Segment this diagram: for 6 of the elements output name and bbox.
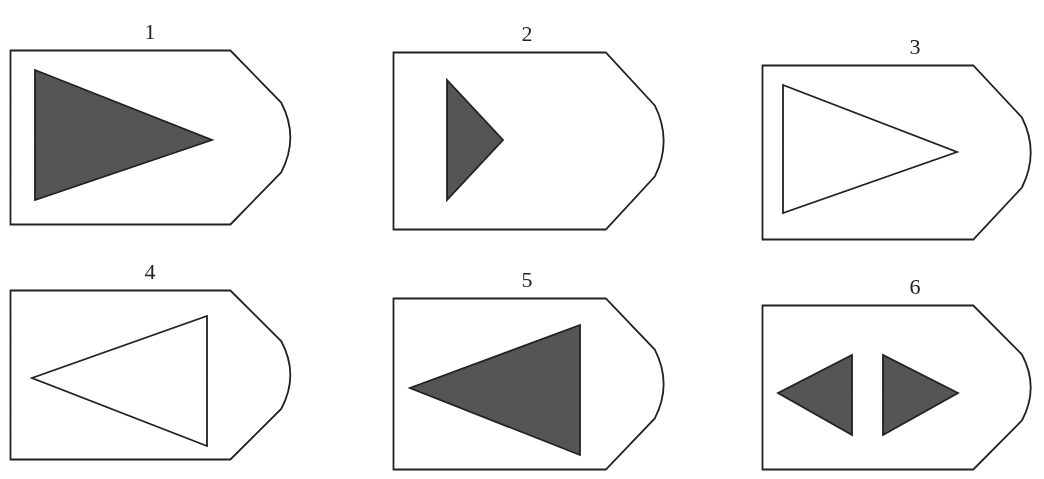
figure-number: 5 — [520, 268, 534, 292]
figure-number: 2 — [520, 22, 534, 46]
figure-number: 3 — [908, 35, 922, 59]
figure-number: 4 — [143, 260, 157, 284]
figure-number: 1 — [143, 20, 157, 44]
figure-number: 6 — [908, 275, 922, 299]
